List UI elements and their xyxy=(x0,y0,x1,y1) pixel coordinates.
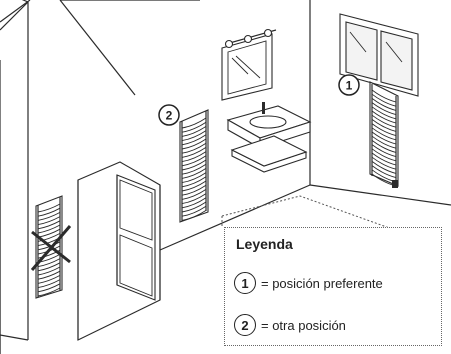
radiator-rung xyxy=(371,127,397,141)
radiator-rung xyxy=(37,262,61,272)
marker-1-label: 1 xyxy=(346,79,353,93)
legend-title: Leyenda xyxy=(236,236,293,252)
radiator-rung xyxy=(37,212,61,221)
mirror xyxy=(221,28,277,101)
marker-1-circle: 1 xyxy=(234,272,256,294)
legend-item-other: 2 = otra posición xyxy=(234,314,346,336)
radiator-rung xyxy=(181,201,207,213)
radiator-rung xyxy=(371,131,397,145)
radiator-preferred xyxy=(369,81,399,188)
marker-1: 1 xyxy=(338,74,360,96)
radiator-rung xyxy=(181,117,207,129)
marker-2-label: 2 xyxy=(166,109,173,123)
radiator-rung xyxy=(37,216,61,226)
radiator-rung xyxy=(37,283,61,293)
radiator-rung xyxy=(181,197,207,209)
radiator-rung xyxy=(181,180,207,192)
legend-item-preferred: 1 = posición preferente xyxy=(234,272,383,294)
radiator-rung xyxy=(181,159,207,171)
radiator-other xyxy=(179,109,209,223)
radiator-rung xyxy=(371,110,397,124)
marker-2: 2 xyxy=(158,104,180,126)
radiator-rung xyxy=(371,119,397,132)
radiator-rung xyxy=(181,168,207,179)
legend-item-text: = posición preferente xyxy=(261,275,383,291)
legend-item-text: = otra posición xyxy=(261,317,346,333)
marker-2-circle: 2 xyxy=(234,314,256,336)
radiator-rung xyxy=(371,93,397,107)
radiator-rung xyxy=(371,144,397,158)
sink xyxy=(226,102,312,173)
radiator-rung xyxy=(371,140,397,153)
radiator-rung xyxy=(37,203,61,213)
radiator-rung xyxy=(181,205,207,217)
radiator-rung xyxy=(181,193,207,205)
radiator-rung xyxy=(371,114,397,128)
radiator-rung xyxy=(181,126,207,137)
radiator-rung xyxy=(37,266,61,276)
radiator-rung xyxy=(181,138,207,150)
door xyxy=(116,174,156,301)
floor-area-outline xyxy=(221,195,396,231)
radiator-rung xyxy=(371,106,397,120)
legend-box: Leyenda 1 = posición preferente 2 = otra… xyxy=(224,227,442,346)
radiator-rung xyxy=(181,130,207,142)
radiator-rung xyxy=(181,134,207,146)
radiator-rung xyxy=(37,220,61,230)
radiator-rung xyxy=(37,258,61,268)
cross-line xyxy=(30,225,72,271)
radiator-rung xyxy=(181,176,207,188)
radiator-rung xyxy=(181,155,207,167)
radiator-rung xyxy=(371,98,397,111)
radiator-rung xyxy=(181,189,207,200)
radiator-rung xyxy=(37,270,61,280)
radiator-rung xyxy=(181,121,207,133)
radiator-rung xyxy=(181,147,207,158)
radiator-not-allowed xyxy=(30,195,72,299)
radiator-rung xyxy=(371,135,397,149)
radiator-rung xyxy=(37,207,61,217)
radiator-rung xyxy=(37,287,61,297)
radiator-rung xyxy=(181,184,207,196)
radiator-rung xyxy=(181,210,207,221)
radiator-rung xyxy=(371,102,397,116)
radiator-rung xyxy=(371,165,397,179)
radiator-rung xyxy=(37,275,61,284)
radiator-rung xyxy=(37,279,61,289)
radiator-rung xyxy=(181,172,207,184)
radiator-rung xyxy=(37,233,61,242)
radiator-rung xyxy=(181,151,207,163)
radiator-rung xyxy=(371,123,397,137)
radiator-rung xyxy=(371,89,397,103)
radiator-rung xyxy=(181,142,207,154)
radiator-rung xyxy=(371,148,397,162)
radiator-rung xyxy=(181,163,207,175)
radiator-rung xyxy=(371,152,397,166)
radiator-rung xyxy=(37,224,61,234)
radiator-rung xyxy=(371,161,397,174)
window xyxy=(339,13,419,97)
radiator-rung xyxy=(371,156,397,170)
